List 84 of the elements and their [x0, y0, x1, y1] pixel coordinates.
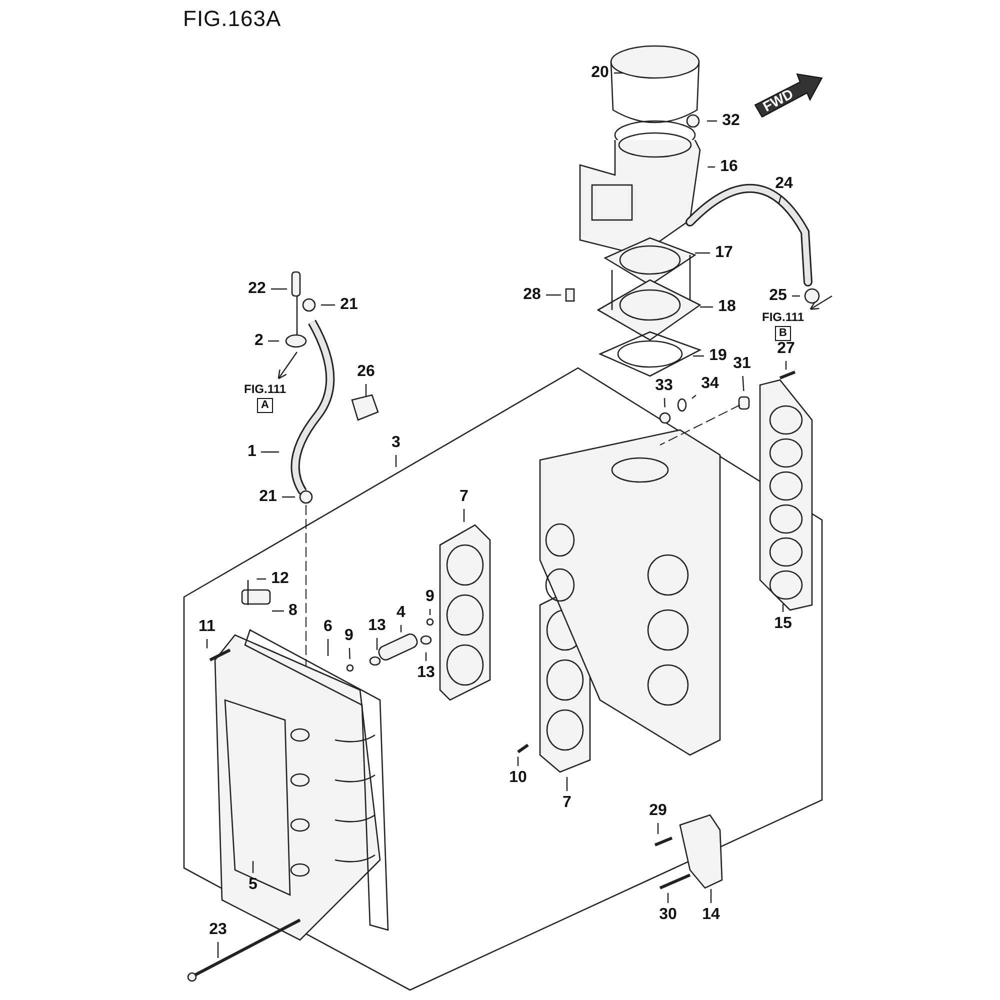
callout-number: 9 [344, 628, 354, 644]
callout-number: 5 [248, 877, 258, 893]
callout-number: 30 [659, 907, 677, 923]
callout-number: 9 [426, 589, 434, 605]
leader-line [614, 72, 624, 74]
leader-line [742, 376, 744, 392]
callout-number: 17 [715, 245, 733, 261]
leader-line [271, 288, 287, 290]
callout-number: 7 [562, 795, 572, 811]
callout-number: 34 [701, 376, 719, 392]
leader-line [206, 639, 208, 648]
callout-number: 14 [702, 907, 720, 923]
callout-number: 7 [460, 489, 468, 505]
figure-reference: FIG.111 [244, 383, 286, 395]
leader-line [395, 455, 397, 467]
callout-number: 16 [720, 159, 738, 175]
leader-line [664, 398, 666, 408]
callout-number: 19 [709, 348, 727, 364]
callout-number: 2 [254, 333, 264, 349]
callout-number: 23 [209, 922, 227, 938]
leader-line [400, 625, 402, 632]
callout-number: 24 [775, 176, 793, 192]
callout-number: 15 [774, 616, 792, 632]
leader-line [272, 610, 284, 612]
leader-line [425, 652, 427, 661]
callout-number: 21 [259, 489, 277, 505]
arrow [278, 352, 298, 380]
callout-number: 25 [769, 288, 787, 304]
leader-line [517, 756, 519, 766]
leader-line [256, 578, 266, 580]
leader-line [700, 306, 713, 308]
leader-line [268, 340, 279, 342]
callout-number: 8 [288, 603, 298, 619]
leader-line [707, 120, 717, 122]
callout-number: 32 [722, 113, 740, 129]
callout-number: 33 [655, 378, 673, 394]
leader-line [217, 942, 219, 958]
leader-line [782, 604, 784, 612]
reference-letter: A [257, 398, 273, 413]
figure-title: FIG.163A [183, 6, 282, 32]
callout-number: 26 [357, 364, 375, 380]
callout-number: 10 [509, 770, 527, 786]
leader-line [321, 304, 335, 306]
leader-line [348, 648, 350, 660]
callout-number: 28 [523, 287, 541, 303]
leader-line [708, 166, 715, 168]
callout-number: 21 [340, 297, 358, 313]
leader-line [667, 893, 669, 903]
callout-number: 4 [396, 605, 406, 621]
leader-line [365, 384, 367, 397]
figure-reference: FIG.111 [762, 311, 804, 323]
callout-number: 6 [324, 619, 332, 635]
reference-letter: B [775, 326, 791, 341]
leader-line [792, 295, 800, 297]
leader-line [778, 196, 782, 204]
callout-number: 18 [718, 299, 736, 315]
direction-label: FWD [760, 85, 796, 115]
callout-number: 3 [392, 435, 400, 451]
leader-line [376, 638, 378, 650]
leader-line [429, 609, 431, 615]
callout-number: 29 [649, 803, 667, 819]
leader-line [657, 823, 659, 834]
callout-number: 27 [777, 341, 795, 357]
callout-number: 22 [248, 281, 266, 297]
leader-line [252, 861, 254, 873]
callout-number: 1 [248, 444, 256, 460]
callout-number: 11 [198, 619, 216, 635]
callout-number: 12 [271, 571, 289, 587]
leader-line [282, 496, 295, 498]
callout-number: 31 [733, 356, 751, 372]
callout-number: 20 [591, 65, 609, 81]
leader-line [463, 509, 465, 522]
leader-line [710, 889, 712, 903]
callout-number: 13 [368, 618, 386, 634]
callout-number: 13 [417, 665, 435, 681]
leader-line [785, 361, 787, 370]
leader-line [693, 355, 704, 357]
leader-line [327, 639, 329, 656]
leader-line [692, 394, 696, 399]
arrow [810, 295, 832, 310]
leader-line [566, 777, 568, 791]
leader-line [261, 451, 279, 453]
leader-line [546, 294, 561, 296]
leader-line [695, 252, 710, 254]
